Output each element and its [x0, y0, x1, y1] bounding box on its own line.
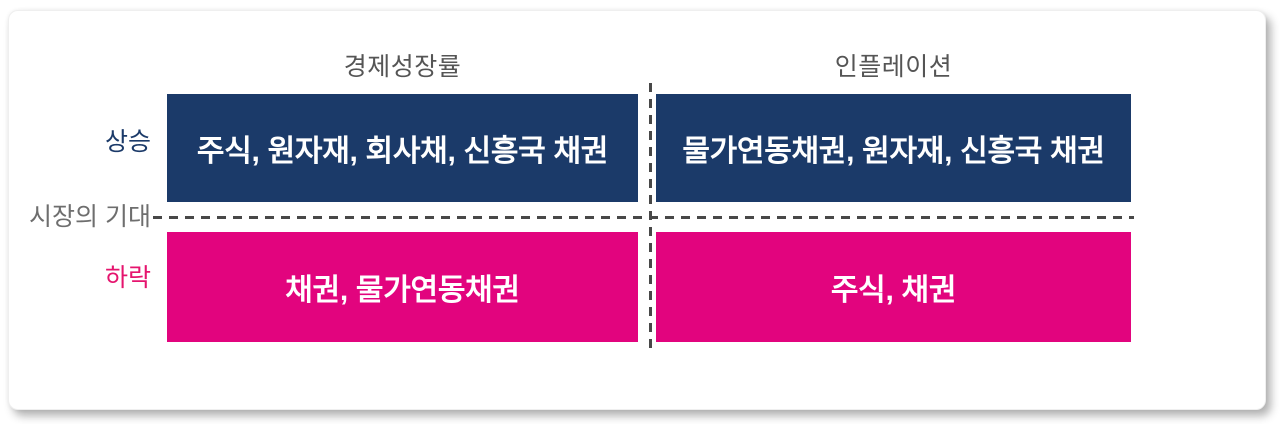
row-label-fall: 하락 [104, 264, 151, 292]
cell-growth-fall: 채권, 물가연동채권 [167, 232, 638, 342]
horizontal-dashed-divider [153, 216, 1134, 219]
cell-inflation-rise: 물가연동채권, 원자재, 신흥국 채권 [656, 94, 1131, 202]
column-header-economic-growth: 경제성장률 [343, 53, 462, 81]
vertical-dashed-divider [649, 83, 652, 353]
asset-matrix-card: 경제성장률 인플레이션 상승 시장의 기대 하락 주식, 원자재, 회사채, 신… [8, 10, 1266, 410]
column-header-inflation: 인플레이션 [834, 53, 953, 81]
row-label-rise: 상승 [104, 128, 151, 156]
axis-label-market-expectation: 시장의 기대 [29, 203, 151, 231]
cell-inflation-fall: 주식, 채권 [656, 232, 1131, 342]
cell-growth-rise: 주식, 원자재, 회사채, 신흥국 채권 [167, 94, 638, 202]
